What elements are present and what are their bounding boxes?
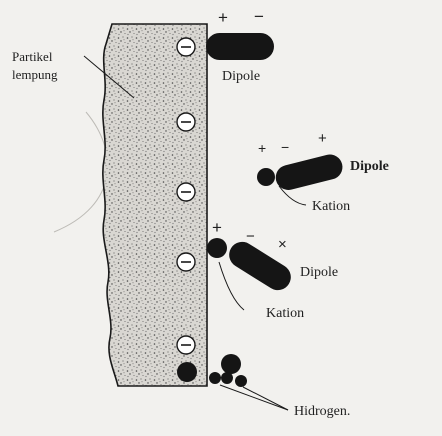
hydrogen-ion-1 [177, 362, 197, 382]
negative-charge-4 [177, 253, 195, 271]
kation-2-label: Kation [266, 306, 304, 321]
negative-charge-3 [177, 183, 195, 201]
dipole-3-plus: + [212, 218, 222, 237]
particle-label-line1: Partikel [12, 49, 53, 64]
dipole-2-label: Dipole [350, 159, 389, 174]
kation-1 [257, 168, 275, 186]
dipole-3-minus: − [246, 228, 255, 245]
dipole-3-group: + − × Dipole Kation [207, 218, 338, 321]
dipole-2 [273, 152, 345, 193]
clay-particle [103, 24, 207, 386]
dipole-3-label: Dipole [300, 265, 338, 280]
hydrogen-label: Hidrogen. [294, 404, 350, 419]
hydrogen-ion-2 [221, 354, 241, 374]
dipole-1: + − Dipole [206, 7, 274, 84]
negative-charge-5 [177, 336, 195, 354]
dipole-2-plus-right: + [318, 130, 327, 147]
particle-label-line2: lempung [12, 67, 58, 82]
kation-2-pointer [219, 262, 244, 310]
negative-charge-1 [177, 38, 195, 56]
dipole-2-plus: + [258, 140, 266, 156]
kation-2 [207, 238, 227, 258]
dipole-2-group: + − + Dipole Kation [257, 130, 389, 214]
hydrogen-pointer-1 [220, 385, 288, 410]
hydrogen-ion-3 [209, 372, 221, 384]
negative-charge-2 [177, 113, 195, 131]
hydrogen-ion-5 [235, 375, 247, 387]
kation-1-label: Kation [312, 199, 350, 214]
dipole-1-label: Dipole [222, 69, 260, 84]
dipole-3-cross: × [278, 236, 287, 253]
dipole-1-minus: − [254, 7, 264, 26]
dipole-2-minus: − [281, 139, 289, 155]
background-curve [54, 112, 108, 232]
dipole-1-plus: + [218, 8, 228, 27]
hydrogen-pointer-2 [243, 387, 288, 410]
hydrogen-ion-4 [221, 372, 233, 384]
